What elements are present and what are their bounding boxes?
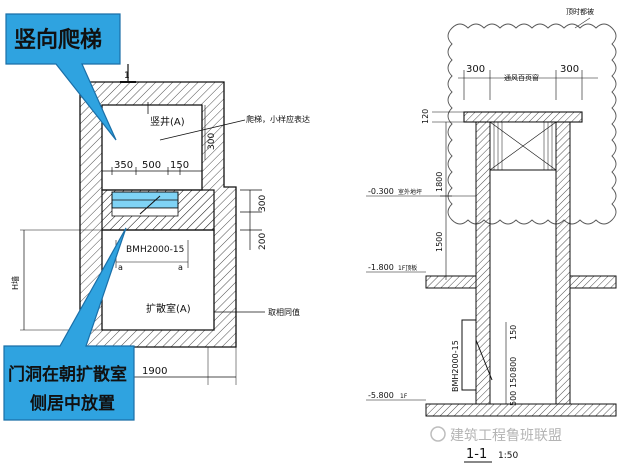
section-elev-bottom: -5.800	[368, 391, 394, 400]
plan-dim-300-side: 300	[258, 195, 268, 212]
plan-door-a2: a	[178, 263, 183, 272]
section-elev-1f-note: 1F顶板	[398, 264, 417, 272]
plan-dim-left: H墙	[10, 276, 20, 290]
callout-ladder-text: 竖向爬梯	[14, 27, 102, 53]
callout-ladder: 竖向爬梯	[5, 13, 121, 141]
section-right-wall	[555, 121, 571, 405]
plan-dim-200: 200	[258, 233, 268, 250]
section-elev-bottom-note: 1F	[400, 393, 408, 400]
callout-door-line1: 门洞在朝扩散室	[8, 364, 127, 385]
section-elev-1f: -1.800	[368, 263, 394, 272]
plan-door-label: BMH2000-15	[126, 245, 184, 255]
section-dim-500: 500	[509, 391, 518, 406]
section-dim-1800: 1800	[435, 172, 444, 192]
watermark: 建筑工程鲁班联盟	[430, 426, 562, 444]
callout-door-line2: 侧居中放置	[30, 393, 115, 414]
section-top-slab	[463, 111, 583, 123]
callout-door: 门洞在朝扩散室 侧居中放置	[3, 227, 135, 421]
section-view: 顶时都被 300 300 通风百页窗 120 -0.300 室外地坪	[366, 7, 617, 463]
section-dim-150-a: 150	[509, 325, 518, 340]
plan-dim-300-vertical: 300	[207, 133, 217, 150]
section-dim-300-left: 300	[466, 64, 485, 75]
plan-index-mark: 1	[124, 71, 130, 81]
section-dim-800: 800	[509, 357, 518, 372]
watermark-logo-icon	[430, 426, 446, 442]
section-vent-note: 通风百页窗	[504, 73, 539, 82]
section-left-wall	[475, 121, 491, 405]
section-scale: 1:50	[498, 451, 518, 461]
section-top-note: 顶时都被	[566, 7, 594, 16]
plan-ladder-note: 爬梯，小样应表达	[246, 114, 310, 124]
section-title: 1-1	[466, 447, 487, 462]
section-door-label: BMH2000-15	[451, 340, 460, 392]
section-cloud	[447, 23, 617, 225]
section-dim-1500: 1500	[435, 232, 444, 252]
section-dim-300-right: 300	[560, 64, 579, 75]
plan-dim-150: 150	[170, 160, 189, 171]
plan-dim-1900: 1900	[142, 366, 167, 377]
section-elev-ground: -0.300	[368, 187, 394, 196]
plan-shaft-label: 竖井(A)	[150, 115, 185, 128]
plan-dim-350: 350	[114, 160, 133, 171]
plan-diffusion-label: 扩散室(A)	[146, 302, 191, 315]
section-dim-150-b: 150	[509, 373, 518, 388]
section-bottom-slab	[425, 403, 617, 417]
plan-reserve-note: 取相同值	[268, 307, 300, 317]
plan-dim-500: 500	[142, 160, 161, 171]
section-elev-ground-note: 室外地坪	[398, 188, 422, 196]
watermark-text: 建筑工程鲁班联盟	[450, 428, 562, 444]
section-1f-roof-slab	[425, 275, 477, 289]
plan-view: 1 竖井(A) 爬梯，小样应表达 300 350 500 150 300 200…	[10, 64, 310, 385]
section-dim-120: 120	[421, 109, 430, 124]
plan-door-a1: a	[118, 263, 123, 272]
